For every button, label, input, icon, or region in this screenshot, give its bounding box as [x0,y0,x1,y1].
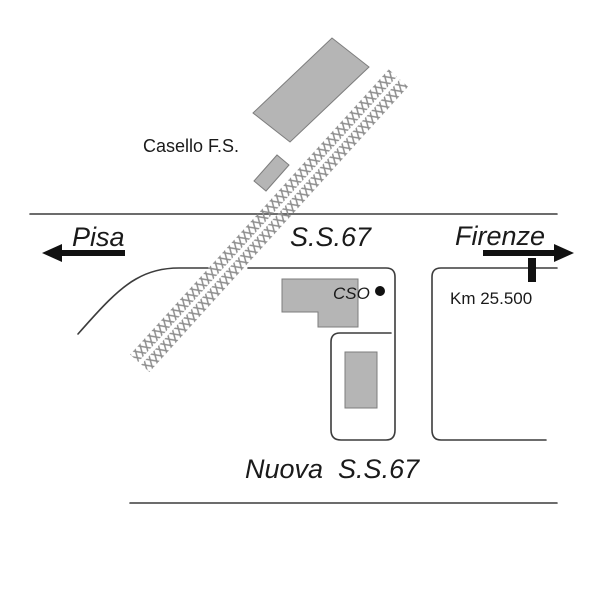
nuova-ss67-label: Nuova S.S.67 [245,454,420,484]
firenze-direction-arrow-icon [483,244,574,262]
casello-building [253,154,290,192]
cso-access-road [247,267,396,441]
south-building [344,351,378,409]
km-marker-label: Km 25.500 [450,289,532,308]
firenze-label: Firenze [455,221,545,251]
east-junction-road [431,267,558,441]
west-junction-curve [77,267,209,335]
cso-label: CSO [333,284,370,303]
casello-fs-label: Casello F.S. [143,136,239,156]
road-lines [29,213,558,504]
station-building [252,37,370,143]
pisa-direction-arrow-icon [42,244,125,262]
railway-track [130,69,409,373]
railway-rail-left [141,79,409,373]
buildings [252,37,378,409]
ss67-label: S.S.67 [290,222,372,252]
km-marker-post [528,258,536,282]
pisa-label: Pisa [72,222,125,252]
buildings-outline [252,37,378,409]
cso-building [281,278,359,328]
railway-rail-right [130,69,397,362]
cso-location-dot [375,286,385,296]
